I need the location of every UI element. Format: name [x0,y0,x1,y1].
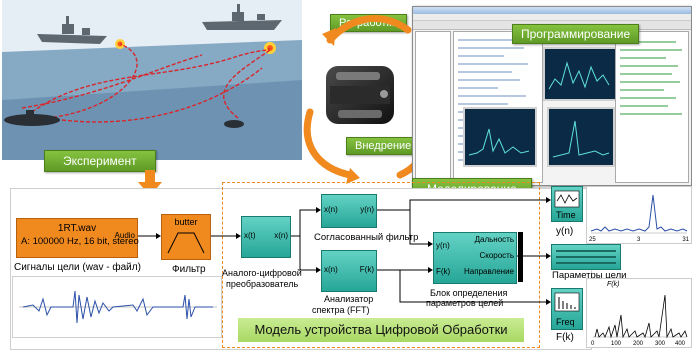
source-waveform [12,276,222,338]
target-params-block[interactable]: y(n) F(k) Дальность Скорость Направление [433,232,517,284]
ide-scope-window-3 [547,107,615,167]
time-scope-caption: y(n) [556,226,574,237]
filter-block[interactable]: butter [161,214,211,260]
time-scope-block[interactable]: Time [551,186,583,222]
wav-source-port: Audio [114,231,135,240]
params-display[interactable] [551,244,621,270]
params-display-caption: Параметры цели [552,270,627,281]
params-caption-1: Блок определения [430,288,508,298]
filter-name: butter [174,217,198,227]
ide-titlebar [413,7,691,14]
ide-project-tree [415,31,451,183]
params-output-range: Дальность [474,235,514,244]
experiment-label: Эксперимент [44,150,156,172]
time-plot: 25 3 31 [586,186,692,244]
fft-block[interactable]: x(n) F(k) [321,250,377,292]
freq-tick-0: 0 [591,341,595,347]
time-tick-0: 25 [589,237,596,243]
freq-tick-4: 400 [675,341,686,347]
params-output-direction: Направление [464,267,514,276]
wav-source-format: A: 100000 Hz, 16 bit, stereo [21,236,139,247]
adc-input: x(t) [244,231,256,240]
matched-filter-block[interactable]: x(n) y(n) [321,194,377,228]
freq-scope-caption: F(k) [556,332,574,343]
time-scope-icon [554,190,580,208]
freq-scope-icon [554,292,580,312]
time-tick-1: 3 [637,237,641,243]
freq-tick-1: 100 [611,341,622,347]
time-scope-label: Time [556,210,576,220]
ide-scope-window-2 [463,107,537,167]
matched-filter-output: y(n) [360,205,374,214]
freq-scope-label: Freq [556,317,575,327]
params-caption-2: параметров целей [426,298,504,308]
ide-screenshot [412,6,692,186]
fft-caption-1: Анализатор [324,294,374,304]
implementation-label: Внедрение [346,137,421,155]
ship-right [202,4,282,30]
fft-caption-2: спектра (FFT) [312,305,370,315]
params-input-1: y(n) [436,241,450,250]
matched-filter-caption: Согласованный фильтр [314,232,419,243]
freq-plot: F(k) 0 100 200 300 400 [586,278,692,348]
ide-menubar [413,14,691,21]
model-title: Модель устройства Цифровой Обработки [238,318,524,342]
fft-input: x(n) [324,265,338,274]
freq-plot-title: F(k) [607,281,620,288]
fft-output: F(k) [359,265,374,274]
ship-left [37,16,107,44]
experiment-illustration [2,0,302,160]
ide-scope-window-1 [543,47,617,101]
params-display-line-2 [556,256,616,258]
adc-caption-1: Аналого-цифровой [222,268,302,278]
freq-scope-block[interactable]: Freq [551,288,583,330]
device-photo [316,56,406,136]
device-image [326,66,394,124]
mux-bar [518,232,523,282]
adc-caption-2: преобразователь [226,279,299,289]
adc-output: x(n) [274,231,288,240]
wav-source-block[interactable]: 1RT.wav A: 100000 Hz, 16 bit, stereo Aud… [16,218,139,258]
naval-scene [2,0,302,160]
params-output-speed: Скорость [479,251,514,260]
params-input-2: F(k) [436,267,451,276]
params-display-line-3 [556,262,616,264]
freq-tick-3: 300 [655,341,666,347]
filter-caption: Фильтр [172,264,206,275]
wav-source-caption: Сигналы цели (wav - файл) [14,262,141,273]
adc-block[interactable]: x(t) x(n) [241,216,291,258]
matched-filter-input: x(n) [324,205,338,214]
wav-source-filename: 1RT.wav [57,223,97,234]
programming-label: Программирование [512,24,640,44]
time-tick-2: 31 [682,237,689,243]
params-display-line-1 [556,250,616,252]
ide-output-pane [615,31,689,183]
freq-tick-2: 200 [633,341,644,347]
